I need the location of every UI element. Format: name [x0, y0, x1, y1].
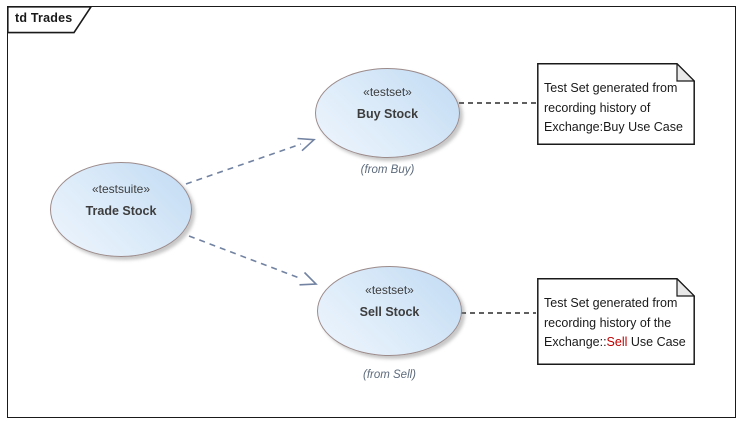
diagram-frame [7, 6, 736, 418]
trade-stock-name: Trade Stock [85, 203, 157, 218]
note-sell[interactable]: Test Set generated from recording histor… [537, 278, 695, 365]
trade-stock-stereotype: «testsuite» [91, 181, 151, 196]
sell-stock-stereotype: «testset» [365, 283, 414, 297]
highlighted-word: Sell [606, 335, 628, 349]
from-buy-label: (from Buy) [360, 164, 415, 176]
note-sell-text: Test Set generated from recording histor… [544, 296, 686, 349]
note-fold-icon [676, 63, 695, 82]
sell-stock-ellipse[interactable]: «testset» Sell Stock [317, 266, 462, 356]
note-fold-icon [676, 278, 695, 297]
trade-stock-ellipse[interactable]: «testsuite» Trade Stock [50, 162, 192, 257]
buy-stock-stereotype: «testset» [363, 85, 412, 99]
buy-stock-ellipse[interactable]: «testset» Buy Stock [315, 68, 460, 158]
note-buy-text: Test Set generated from recording histor… [544, 81, 683, 134]
note-shape [537, 278, 695, 365]
from-sell-label: (from Sell) [362, 369, 417, 381]
frame-tab-label: td Trades [15, 11, 73, 25]
note-shape [537, 63, 695, 145]
note-buy[interactable]: Test Set generated from recording histor… [537, 63, 695, 145]
sell-stock-name: Sell Stock [359, 305, 420, 319]
buy-stock-name: Buy Stock [356, 107, 419, 121]
